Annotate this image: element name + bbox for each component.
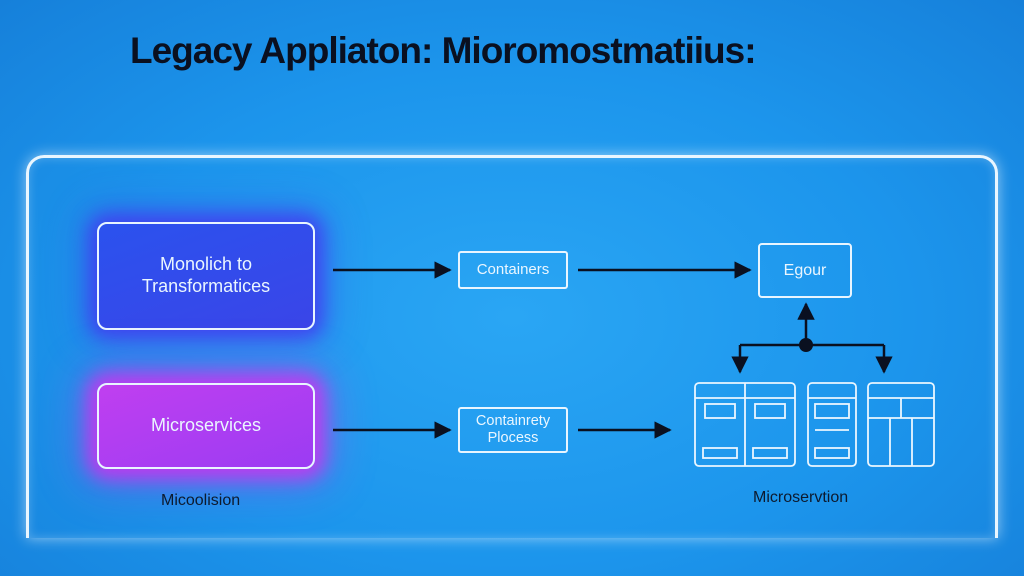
process-node-label: Containrety Plocess bbox=[475, 412, 551, 446]
microservices-node-label: Microservices bbox=[150, 415, 261, 436]
server-rack-icon bbox=[694, 382, 796, 467]
branch-junction-dot bbox=[799, 338, 813, 352]
diagram-frame bbox=[26, 155, 998, 538]
microservices-node: Microservices bbox=[97, 383, 315, 469]
monolith-node: Monolich to Transformatices bbox=[97, 222, 315, 330]
monolith-node-label: Monolich to Transformatices bbox=[141, 254, 271, 296]
server-rack-icon bbox=[867, 382, 935, 467]
process-node: Containrety Plocess bbox=[458, 407, 568, 453]
containers-node: Containers bbox=[458, 251, 568, 289]
egour-node: Egour bbox=[758, 243, 852, 298]
egour-node-label: Egour bbox=[783, 261, 827, 279]
diagram-title: Legacy Appliaton: Mioromostmatiius: bbox=[130, 30, 757, 71]
server-rack-icon bbox=[807, 382, 857, 467]
left-caption: Micoolision bbox=[161, 492, 241, 509]
right-caption: Microservtion bbox=[753, 489, 849, 506]
containers-node-label: Containers bbox=[476, 261, 550, 278]
